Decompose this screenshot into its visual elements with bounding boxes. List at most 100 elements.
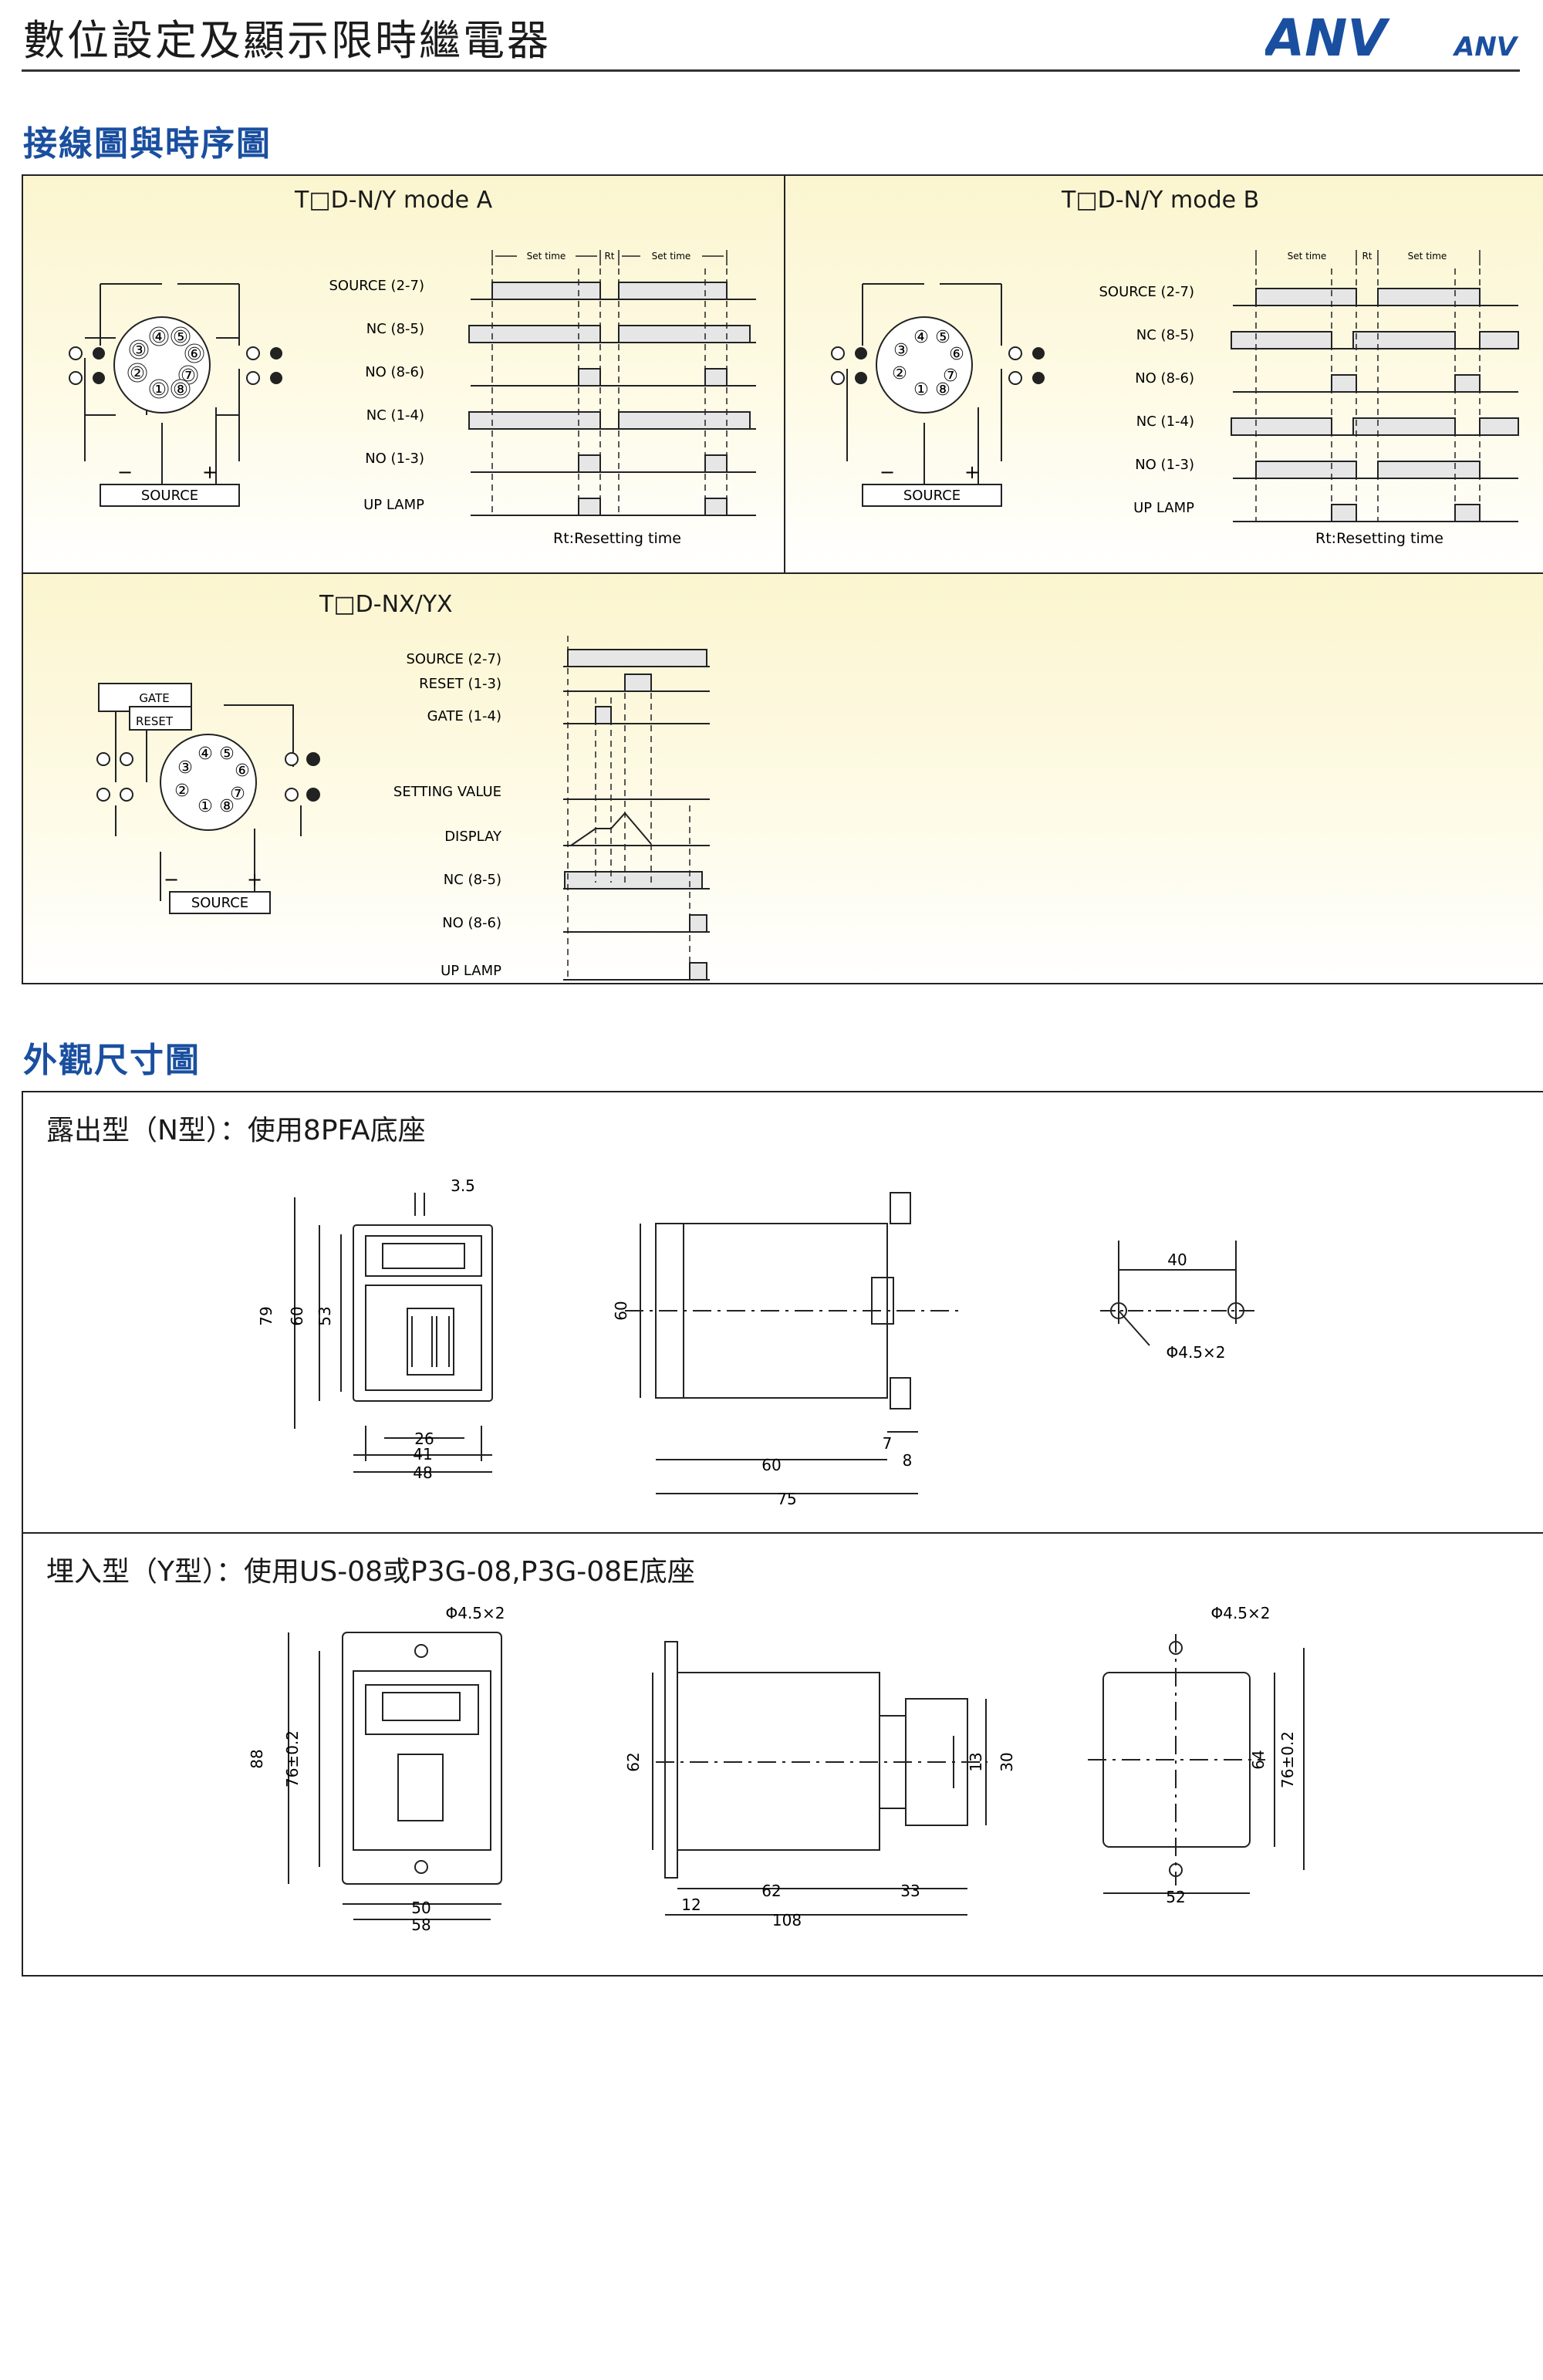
dim-text: 76±0.2	[283, 1730, 302, 1788]
dim-text: 60	[612, 1301, 630, 1320]
svg-text:⑥: ⑥	[949, 345, 964, 364]
signal-label: UP LAMP	[441, 963, 501, 979]
svg-text:⑥: ⑥	[187, 345, 202, 364]
signal-label: UP LAMP	[1133, 500, 1194, 516]
svg-text:①: ①	[913, 380, 929, 400]
panel-y-type: 埋入型（Y型）：使用US-08或P3G-08,P3G-08E底座 Φ4.5×2 …	[22, 1532, 1543, 1977]
timing-set-time: Set time	[527, 251, 566, 262]
dim-text: 60	[288, 1306, 306, 1325]
signal-label: NO (1-3)	[1135, 457, 1194, 473]
dim-text: 79	[257, 1306, 275, 1325]
signal-label: NO (8-6)	[365, 364, 424, 380]
svg-text:④: ④	[913, 328, 929, 347]
svg-text:③: ③	[131, 341, 147, 360]
svg-text:③: ③	[893, 341, 909, 360]
dim-text: 60	[761, 1456, 781, 1474]
svg-text:②: ②	[892, 364, 907, 383]
mode-a-diagram: ③ ④ ⑤ ⑥ ② ⑦ ① ⑧ − + SOURCE SOURCE (2-7) …	[69, 250, 756, 547]
dim-text: 26	[414, 1430, 434, 1448]
svg-text:⑦: ⑦	[943, 366, 958, 386]
panel-mode-a: T□D-N/Y mode A ③ ④ ⑤ ⑥ ② ⑦	[22, 174, 785, 574]
svg-text:⑧: ⑧	[219, 797, 235, 816]
signal-label: NC (8-5)	[444, 872, 501, 888]
dim-text: Φ4.5×2	[1210, 1604, 1270, 1622]
svg-text:①: ①	[151, 380, 167, 400]
dim-text: 33	[900, 1882, 920, 1900]
svg-text:⑤: ⑤	[173, 328, 188, 347]
dim-text: 3.5	[451, 1176, 475, 1195]
dim-text: 64	[1249, 1750, 1268, 1769]
signal-label: SOURCE (2-7)	[407, 651, 502, 667]
signal-label: NO (1-3)	[365, 451, 424, 467]
signal-label: UP LAMP	[363, 497, 424, 513]
source-minus: −	[164, 869, 179, 890]
dim-text: 7	[883, 1434, 893, 1453]
svg-text:③: ③	[177, 758, 193, 778]
mode-a-title: T□D-N/Y mode A	[295, 187, 493, 214]
source-label: SOURCE	[141, 488, 198, 504]
anv-logo: ANV ANV	[1265, 11, 1519, 65]
source-plus: +	[247, 869, 262, 890]
dim-text: 12	[681, 1896, 701, 1914]
signal-label: NO (8-6)	[1135, 370, 1194, 387]
source-plus: +	[964, 461, 980, 483]
svg-text:①: ①	[198, 797, 213, 816]
mode-b-title: T□D-N/Y mode B	[1062, 187, 1260, 214]
y-type-drawing: Φ4.5×2 88 76±0.2 50 58 62 13 30 12 62	[248, 1604, 1305, 1934]
y-type-caption: 埋入型（Y型）：使用US-08或P3G-08,P3G-08E底座	[46, 1556, 695, 1588]
dim-text: Φ4.5×2	[1166, 1343, 1225, 1362]
dim-text: 52	[1166, 1888, 1185, 1906]
timing-set-time: Set time	[1288, 251, 1327, 262]
n-type-drawing: 3.5 79 60 53 26 41 48 60 60 75 7 8	[257, 1176, 1254, 1508]
svg-text:⑤: ⑤	[219, 744, 235, 764]
signal-label: SETTING VALUE	[393, 784, 501, 800]
source-plus: +	[202, 461, 218, 483]
timing-rt: Rt	[1362, 251, 1372, 262]
reset-label: RESET	[136, 714, 174, 728]
panel-n-type: 露出型（N型）：使用8PFA底座 3.5 79 60 53 26 41	[22, 1091, 1543, 1534]
svg-text:④: ④	[151, 328, 167, 347]
signal-label: NO (8-6)	[442, 915, 501, 931]
section-heading-dimensions: 外觀尺寸圖	[23, 1041, 201, 1080]
svg-text:②: ②	[174, 782, 190, 801]
dim-text: 62	[761, 1882, 781, 1900]
signal-label: DISPLAY	[444, 829, 502, 845]
dim-text: Φ4.5×2	[445, 1604, 505, 1622]
logo-text-main: ANV	[1265, 11, 1390, 65]
dim-text: 58	[411, 1916, 430, 1934]
svg-text:⑧: ⑧	[935, 380, 950, 400]
dim-text: 62	[624, 1752, 643, 1771]
source-label: SOURCE	[191, 895, 248, 911]
source-minus: −	[880, 461, 895, 483]
svg-text:⑥: ⑥	[235, 761, 250, 781]
section-heading-wiring: 接線圖與時序圖	[23, 124, 272, 164]
dim-text: 108	[772, 1911, 802, 1929]
dim-text: 48	[413, 1463, 432, 1482]
dim-text: 75	[777, 1490, 796, 1508]
dim-text: 41	[413, 1445, 432, 1463]
signal-label: GATE (1-4)	[427, 708, 501, 724]
source-minus: −	[117, 461, 133, 483]
logo-text-small: ANV	[1452, 32, 1519, 62]
svg-text:④: ④	[198, 744, 213, 764]
signal-label: NC (1-4)	[1136, 414, 1194, 430]
dim-text: 53	[316, 1306, 334, 1325]
gate-label: GATE	[139, 691, 169, 705]
signal-label: SOURCE (2-7)	[1099, 284, 1195, 300]
signal-label: RESET (1-3)	[419, 676, 501, 692]
signal-label: NC (1-4)	[366, 407, 424, 424]
dim-text: 76±0.2	[1278, 1731, 1297, 1788]
timing-rt: Rt	[604, 251, 614, 262]
svg-text:⑦: ⑦	[230, 785, 245, 804]
dim-text: 13	[967, 1752, 985, 1771]
svg-text:②: ②	[130, 364, 145, 383]
page-title: 數位設定及顯示限時繼電器	[23, 16, 551, 65]
mode-nx-title: T□D-NX/YX	[319, 591, 453, 618]
dim-text: 50	[411, 1899, 430, 1917]
timing-set-time: Set time	[1408, 251, 1447, 262]
source-label: SOURCE	[903, 488, 961, 504]
